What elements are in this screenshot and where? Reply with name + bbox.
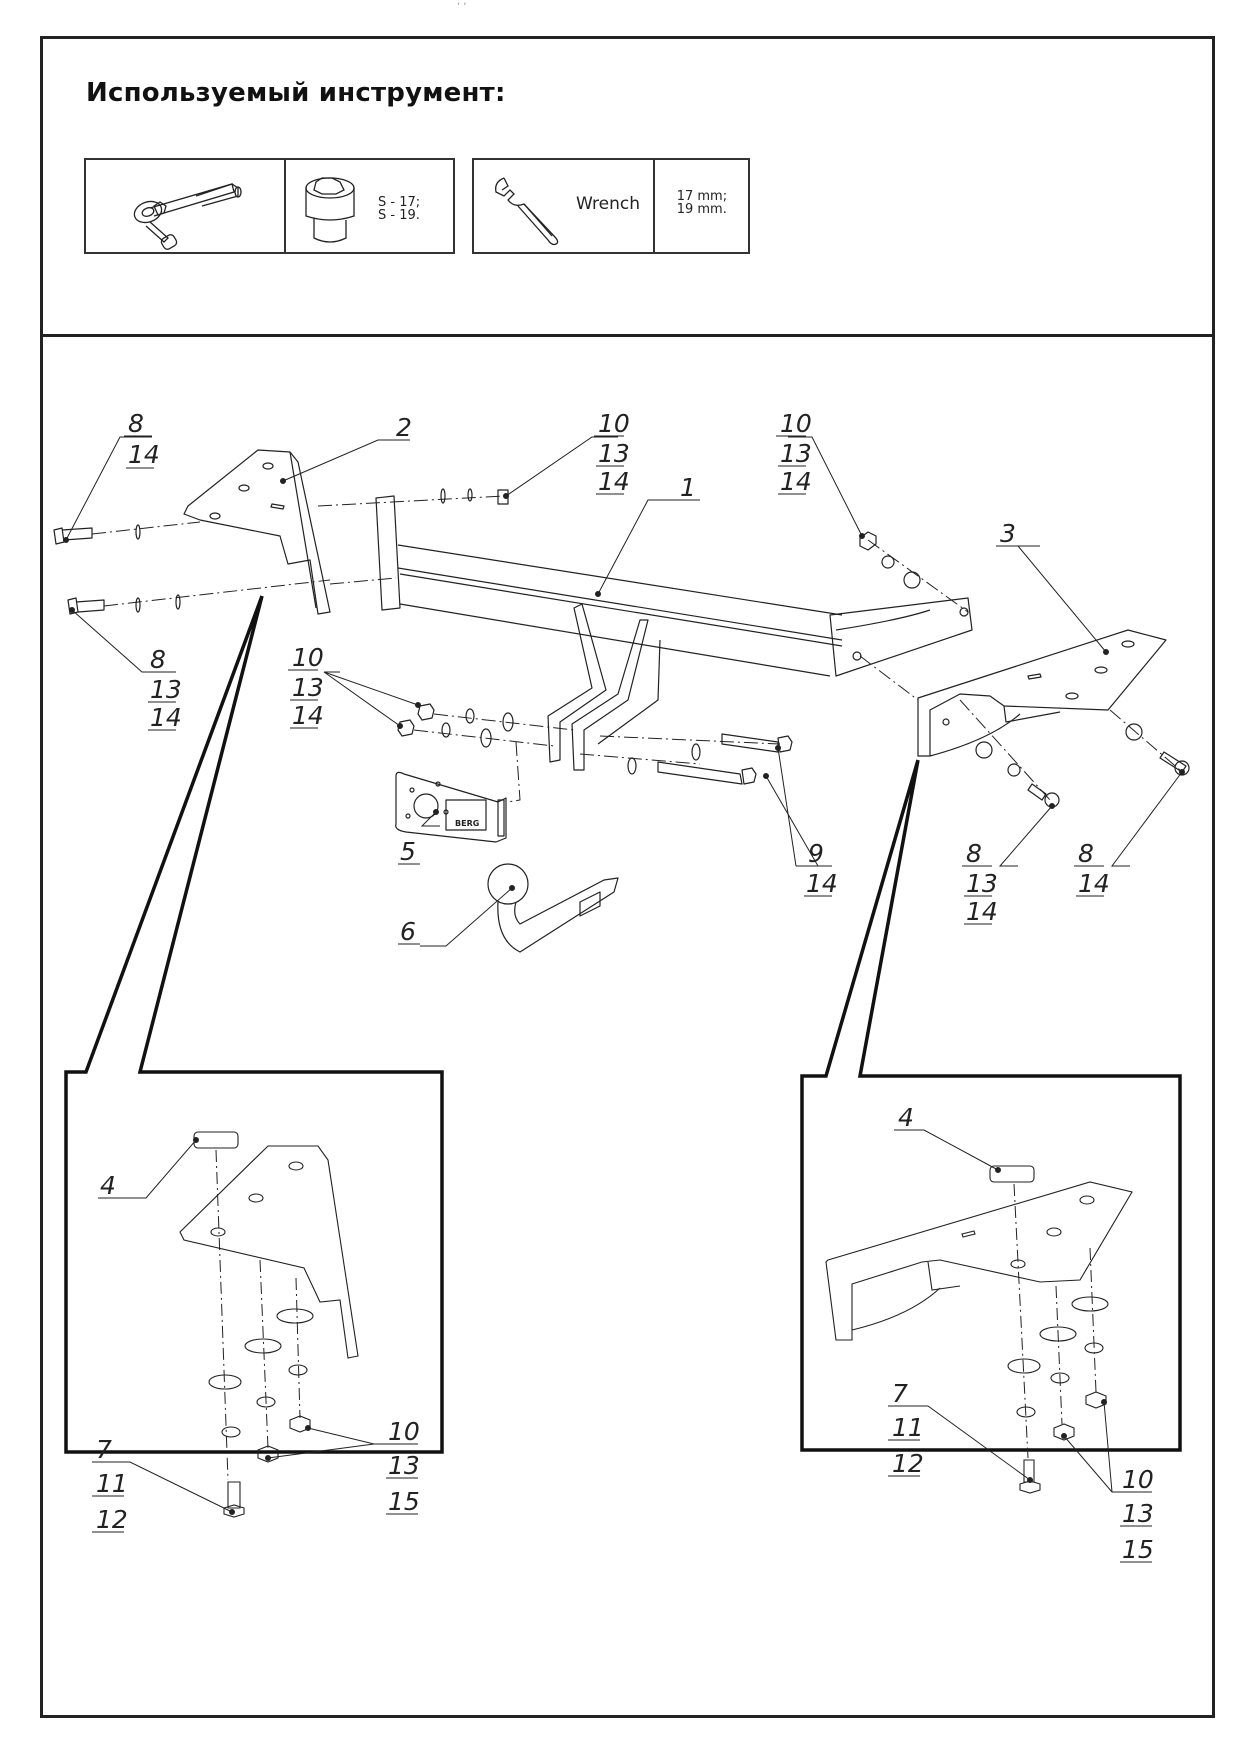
callout-inset-right-bolt: 7 11 12 xyxy=(888,1379,924,1478)
tools-heading: Используемый инструмент: xyxy=(86,78,506,108)
wrench-size-line-2: 19 mm. xyxy=(676,202,727,217)
callout-labels: 1 2 3 5 6 8 14 8 13 14 10 13 xyxy=(92,409,1154,1564)
callout-number: 14 xyxy=(292,701,324,730)
callout-part-6: 6 xyxy=(400,917,416,946)
callout-nut-top-right: 10 13 14 xyxy=(778,409,812,496)
callout-number: 10 xyxy=(598,409,630,438)
callout-inset-left-bolt: 7 11 12 xyxy=(92,1435,128,1534)
callout-number: 7 xyxy=(96,1435,112,1464)
callout-number: 6 xyxy=(400,917,416,946)
callout-number: 13 xyxy=(1122,1499,1154,1528)
callout-number: 10 xyxy=(780,409,812,438)
callout-number: 14 xyxy=(128,440,160,469)
callout-number: 15 xyxy=(388,1487,420,1516)
callout-bolt-bottom-left: 8 13 14 xyxy=(148,645,182,732)
callout-number: 13 xyxy=(966,869,998,898)
callout-bolt-top-left: 8 14 xyxy=(126,409,160,469)
tool-box-ratchet-socket: S - 17; S - 19. xyxy=(84,158,455,254)
callout-part-3: 3 xyxy=(1000,519,1016,548)
tow-ball-part-6 xyxy=(487,863,619,953)
callout-number: 9 xyxy=(808,839,824,868)
callout-nut-top-center: 10 13 14 xyxy=(596,409,630,496)
socket-size-line-1: S - 17; xyxy=(378,195,421,210)
callout-number: 3 xyxy=(1000,519,1016,548)
brand-mark: BERG xyxy=(455,819,479,828)
right-hardware xyxy=(859,531,1190,808)
ratchet-icon xyxy=(133,183,242,250)
callout-number: 13 xyxy=(292,673,324,702)
callout-number: 7 xyxy=(892,1379,908,1408)
callout-number: 4 xyxy=(100,1171,116,1200)
wrench-label: Wrench xyxy=(576,194,641,214)
callout-number: 14 xyxy=(780,467,812,496)
callout-number: 15 xyxy=(1122,1535,1154,1564)
callout-inset-right-nuts: 10 13 15 xyxy=(1120,1465,1154,1564)
callout-number: 10 xyxy=(388,1417,420,1446)
callout-number: 12 xyxy=(892,1449,924,1478)
callout-number: 13 xyxy=(150,675,182,704)
callout-part-2: 2 xyxy=(396,413,412,442)
callout-number: 14 xyxy=(598,467,630,496)
socket-cell: S - 17; S - 19. xyxy=(286,160,453,252)
wrench-cell: Wrench xyxy=(474,160,655,252)
page-frame xyxy=(40,36,1215,1718)
assembly-axes xyxy=(91,495,1181,803)
socket-plate-part-5 xyxy=(395,771,507,843)
wrench-size-cell: 17 mm; 19 mm. xyxy=(655,160,748,252)
callout-number: 14 xyxy=(1078,869,1110,898)
clipped-header-text: , , xyxy=(457,0,467,7)
callout-number: 8 xyxy=(1078,839,1094,868)
callout-number: 12 xyxy=(96,1505,128,1534)
callout-number: 11 xyxy=(96,1469,128,1498)
callout-inset-left-plate: 4 xyxy=(100,1171,116,1200)
callout-number: 14 xyxy=(150,703,182,732)
right-bracket-part-3 xyxy=(917,629,1167,757)
callout-number: 13 xyxy=(598,439,630,468)
callout-number: 8 xyxy=(966,839,982,868)
callout-number: 8 xyxy=(128,409,144,438)
callout-number: 4 xyxy=(898,1103,914,1132)
callout-number: 8 xyxy=(150,645,166,674)
tool-box-wrench: Wrench 17 mm; 19 mm. xyxy=(472,158,750,254)
callout-bolt-right-b: 8 14 xyxy=(1076,839,1110,898)
callout-number: 2 xyxy=(396,413,412,442)
callout-number: 14 xyxy=(806,869,838,898)
crossbar-part-1 xyxy=(375,495,973,771)
callout-number: 1 xyxy=(680,473,696,502)
inset-right-detail xyxy=(825,1165,1133,1494)
section-divider xyxy=(40,334,1215,337)
callout-inset-left-nuts: 10 13 15 xyxy=(386,1417,420,1516)
wrench-icon xyxy=(495,177,559,246)
callout-number: 5 xyxy=(400,837,416,866)
socket-size-line-2: S - 19. xyxy=(378,208,420,223)
socket-icon xyxy=(305,177,355,243)
callout-number: 10 xyxy=(1122,1465,1154,1494)
callout-number: 11 xyxy=(892,1413,924,1442)
callout-part-5: 5 xyxy=(400,837,416,866)
left-bracket-part-2 xyxy=(183,449,331,615)
inset-pointers xyxy=(64,595,1182,1454)
left-hardware xyxy=(53,488,793,785)
callout-number: 13 xyxy=(388,1451,420,1480)
wrench-size-line-1: 17 mm; xyxy=(676,189,728,204)
ratchet-cell xyxy=(86,160,286,252)
callout-number: 10 xyxy=(292,643,324,672)
callout-number: 14 xyxy=(966,897,998,926)
callout-bolts-center: 9 14 xyxy=(804,839,838,898)
callout-number: 13 xyxy=(780,439,812,468)
callout-inset-right-plate: 4 xyxy=(898,1103,914,1132)
callout-bolt-right-a: 8 13 14 xyxy=(964,839,998,926)
callout-part-1: 1 xyxy=(680,473,696,502)
callout-leaders xyxy=(63,436,1185,1515)
callout-nuts-left-middle: 10 13 14 xyxy=(290,643,324,730)
